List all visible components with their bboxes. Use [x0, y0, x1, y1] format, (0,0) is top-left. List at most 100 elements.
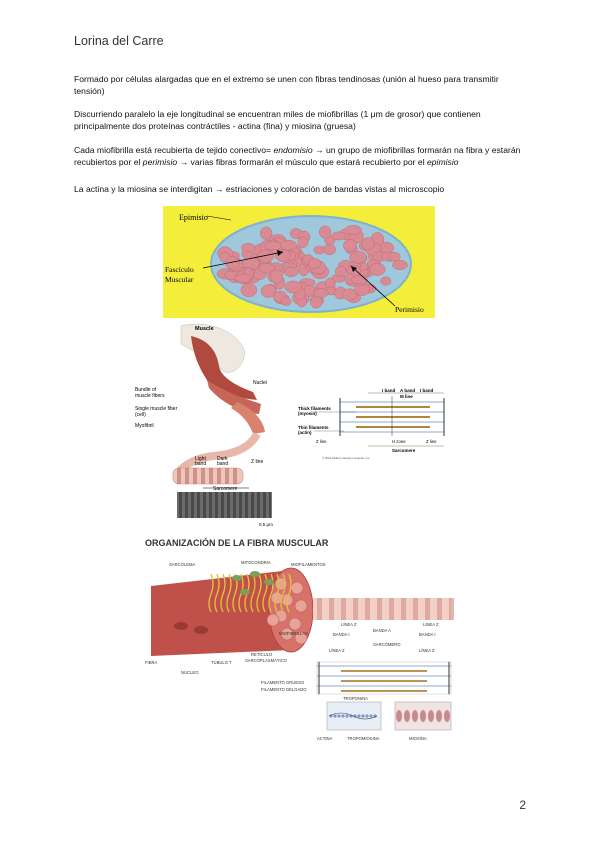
micrograph-stripe [179, 492, 182, 518]
band-stripe [353, 598, 358, 620]
label-miosina: MIOSINA [409, 736, 427, 741]
label-i-band-1: I band [382, 388, 396, 393]
label-muscular: Muscular [165, 275, 194, 284]
label-troponina: TROPONINA [343, 696, 368, 701]
micrograph-stripe [239, 492, 242, 518]
p3-text-e: → varias fibras formarán el músculo que … [177, 157, 427, 167]
actin-bead [333, 714, 336, 717]
label-banda-a: BANDA A [373, 628, 391, 633]
label-scale: 0.5 μm [259, 522, 273, 527]
paragraph-3: Cada miofibrilla está recubierta de teji… [74, 144, 530, 168]
label-filamento-delgado: FILAMENTO DELGADO [261, 687, 307, 692]
label-a-band: A band [400, 388, 415, 393]
myofibril-band [225, 468, 229, 484]
label-mitocondria: MITOCONDRIA [241, 560, 271, 565]
label-banda-i-1: BANDA I [333, 632, 350, 637]
micrograph-stripe [245, 492, 248, 518]
label-tropomiosina: TROPOMIOSINA [347, 736, 380, 741]
label-reticulo-2: SARCOPLASMÁTICO [245, 658, 288, 663]
label-fibra: FIBRA [145, 660, 158, 665]
micrograph-stripe [197, 492, 200, 518]
fascicle [241, 283, 257, 297]
fascicle [323, 244, 336, 255]
fascicle [308, 259, 321, 269]
myosin-head [444, 710, 450, 722]
label-reticulo-1: RETÍCULO [251, 652, 273, 657]
label-linea-z-2: LÍNEA Z [423, 622, 439, 627]
micrograph-stripe [221, 492, 224, 518]
band-stripe [425, 598, 430, 620]
fascicle [310, 296, 322, 308]
fascicle [257, 250, 273, 263]
myosin-head [412, 710, 418, 722]
p3-endomisio: endomisio [273, 145, 312, 155]
micrograph-stripe [257, 492, 260, 518]
label-z-line-2: Z line [426, 439, 437, 444]
micrograph-stripe [227, 492, 230, 518]
label-light-band-2: band [195, 461, 206, 467]
label-actina: ACTINA [317, 736, 333, 741]
fascicle [261, 285, 275, 298]
myofibril-cylinder [173, 468, 243, 484]
band-stripe [437, 598, 442, 620]
actin-bead [337, 714, 340, 717]
myosin-head [428, 710, 434, 722]
fascicle [335, 266, 346, 276]
band-stripe [365, 598, 370, 620]
micrograph-stripe [251, 492, 254, 518]
micrograph-stripe [233, 492, 236, 518]
band-stripe [413, 598, 418, 620]
fascicle [370, 263, 386, 275]
label-bundle-2: muscle fibers [135, 393, 165, 399]
micrograph-stripe [203, 492, 206, 518]
actin-bead [361, 714, 364, 717]
label-i-band-2: I band [420, 388, 434, 393]
p3-perimisio: perimisio [143, 157, 177, 167]
band-stripe [317, 598, 322, 620]
mitochondrion [240, 589, 250, 595]
figure-fibra-muscular: ORGANIZACIÓN DE LA FIBRA MUSCULAR SARCOL… [141, 534, 461, 746]
label-myofibril: Myofibril [135, 423, 154, 429]
label-nuclei: Nuclei [253, 380, 267, 386]
band-stripe [329, 598, 334, 620]
band-stripe [341, 598, 346, 620]
myofibril-band [201, 468, 205, 484]
paragraph-4: La actina y la miosina se interdigitan →… [74, 183, 530, 195]
actin-bead [357, 714, 360, 717]
band-stripe [401, 598, 406, 620]
mitochondrion [264, 579, 274, 585]
page-number: 2 [519, 798, 526, 812]
label-linea-z-4: LÍNEA Z [419, 648, 435, 653]
label-linea-z-3: LÍNEA Z [329, 648, 345, 653]
fascicle [380, 277, 391, 285]
fascicle [265, 241, 282, 250]
myofibril-band [185, 468, 189, 484]
fascicle [235, 274, 251, 283]
label-single-fiber-2: (cell) [135, 412, 146, 418]
fascicle [393, 260, 408, 269]
myofibril-band [209, 468, 213, 484]
fascicle [270, 270, 282, 284]
micrograph-stripe [269, 492, 272, 518]
label-m-line: M line [400, 394, 413, 399]
label-credit: © 2001 Addison Wesley Longman, Inc. [322, 456, 370, 460]
micrograph-stripe [185, 492, 188, 518]
label-perimisio: Perimisio [395, 305, 424, 314]
figure-sarcomere-bands: I band A band I band M line Thick filame… [296, 388, 446, 464]
fascicle [284, 267, 298, 276]
label-muscle: Muscle [195, 326, 214, 332]
label-miofibrillas: MIOFIBRILLAS [279, 631, 308, 636]
myofibril-band [177, 468, 181, 484]
actin-bead [341, 714, 344, 717]
label-epimisio: Epimisio [179, 213, 208, 222]
label-z-line: Z line [251, 459, 263, 465]
micrograph-stripe [263, 492, 266, 518]
filament-frame [317, 662, 451, 694]
micrograph-stripe [191, 492, 194, 518]
nucleus [174, 622, 188, 630]
micrograph-stripe [215, 492, 218, 518]
fascicle [298, 237, 308, 248]
band-stripe [377, 598, 382, 620]
label-thick-2: (myosin) [298, 411, 317, 416]
label-z-line-1: Z line [316, 439, 327, 444]
